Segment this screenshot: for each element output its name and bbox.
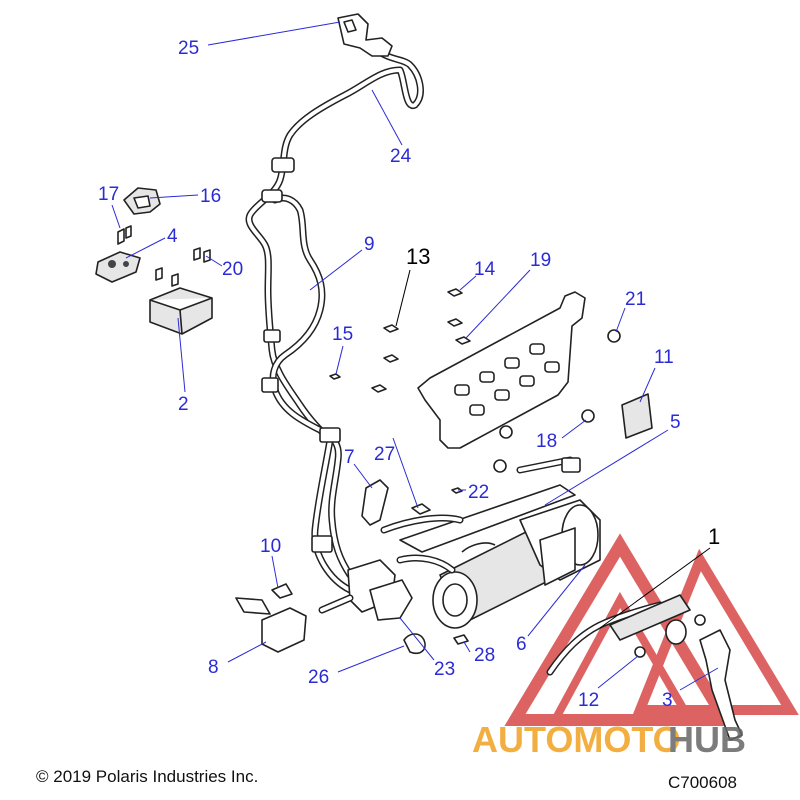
control-module: [149, 287, 213, 335]
callout-1: 1: [708, 524, 720, 549]
figure-id: C700608: [668, 773, 737, 792]
callout-8: 8: [208, 657, 219, 678]
callout-7: 7: [344, 447, 355, 468]
callout-28: 28: [474, 645, 495, 666]
winch-rope: [546, 594, 743, 741]
callout-26: 26: [308, 667, 329, 688]
callout-24: 24: [390, 146, 412, 167]
remote-transmitter: [95, 251, 141, 283]
callout-14: 14: [474, 259, 496, 280]
callout-10: 10: [260, 536, 281, 557]
callout-13: 13: [406, 244, 430, 269]
remote-holster: [123, 187, 161, 215]
copyright-text: © 2019 Polaris Industries Inc.: [36, 767, 258, 786]
callout-3: 3: [662, 690, 673, 711]
watermark-automoto: AUTOMOTO: [472, 719, 681, 760]
switch-assembly: [235, 479, 469, 655]
wiring-harness: [245, 13, 424, 594]
callout-18: 18: [536, 431, 557, 452]
warning-label: [621, 393, 653, 439]
callout-15: 15: [332, 324, 353, 345]
watermark-hub: HUB: [668, 719, 746, 760]
watermark-text: AUTOMOTO HUB: [472, 719, 746, 760]
mounting-plate: [417, 291, 586, 449]
callout-5: 5: [670, 412, 681, 433]
callout-9: 9: [364, 234, 375, 255]
screws-left: [117, 225, 211, 287]
callout-6: 6: [516, 634, 527, 655]
callout-4: 4: [167, 226, 178, 247]
callout-19: 19: [530, 250, 551, 271]
callout-21: 21: [625, 289, 646, 310]
callout-16: 16: [200, 186, 221, 207]
callout-25: 25: [178, 38, 199, 59]
callout-23: 23: [434, 659, 455, 680]
bolts-center: [329, 288, 621, 494]
leader-lines: [111, 21, 719, 691]
callouts: 25 24 16 17 4 20 2 9 13 14 19 21 11 15 1…: [98, 38, 720, 711]
callout-17: 17: [98, 184, 119, 205]
callout-20: 20: [222, 259, 243, 280]
winch: [399, 456, 601, 629]
callout-2: 2: [178, 394, 189, 415]
callout-22: 22: [468, 482, 489, 503]
callout-12: 12: [578, 690, 599, 711]
callout-11: 11: [654, 347, 674, 368]
callout-27: 27: [374, 444, 395, 465]
